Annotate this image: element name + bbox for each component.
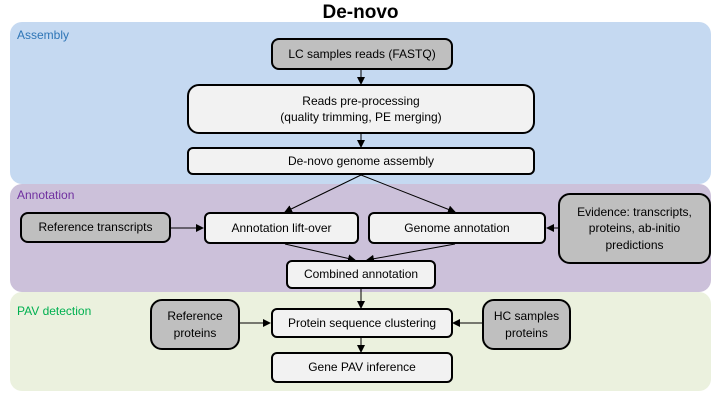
assembly-panel-label: Assembly <box>17 28 70 42</box>
arrow-assembly-to-genome-annotation <box>360 174 456 214</box>
diagram-title: De-novo <box>322 2 399 23</box>
reference-transcripts-node: Reference transcripts <box>20 212 171 243</box>
gene-pav-inference-node: Gene PAV inference <box>271 352 453 383</box>
protein-sequence-clustering-node: Protein sequence clustering <box>271 308 453 338</box>
annotation-panel-label: Annotation <box>17 188 75 202</box>
arrow-genome-annotation-to-combined <box>366 243 456 263</box>
genome-annotation-node: Genome annotation <box>368 212 546 244</box>
reference-proteins-node: Reference proteins <box>150 299 240 350</box>
evidence-node: Evidence: transcripts, proteins, ab-init… <box>558 193 711 264</box>
annotation-liftover-node: Annotation lift-over <box>204 212 359 244</box>
pav-detection-panel-label: PAV detection <box>17 304 92 318</box>
arrow-assembly-to-liftover <box>284 174 362 213</box>
hc-samples-proteins-node: HC samples proteins <box>482 299 571 350</box>
denovo-genome-assembly-node: De-novo genome assembly <box>187 147 535 175</box>
combined-annotation-node: Combined annotation <box>286 260 436 289</box>
reads-preprocessing-node: Reads pre-processing (quality trimming, … <box>187 84 535 134</box>
lc-samples-reads-node: LC samples reads (FASTQ) <box>271 38 453 70</box>
arrow-liftover-to-combined <box>284 243 356 263</box>
